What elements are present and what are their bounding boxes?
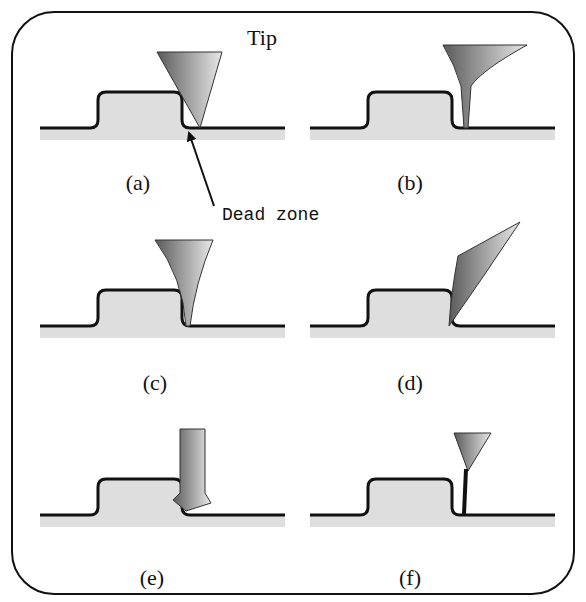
panel-label: (a)	[126, 171, 150, 195]
panel-c	[40, 240, 285, 338]
panel-label: (d)	[397, 371, 423, 395]
callout-label: Dead zone	[222, 206, 319, 226]
tip-label: Tip	[247, 26, 277, 50]
leader-line	[189, 133, 214, 206]
panel-label: (e)	[140, 566, 164, 590]
panel-e	[40, 429, 285, 527]
panel-a	[40, 52, 285, 206]
panel-label: (b)	[397, 171, 423, 195]
panel-f	[310, 433, 555, 527]
panel-d	[310, 222, 555, 338]
panel-b	[310, 45, 555, 140]
panel-label: (f)	[399, 566, 421, 590]
nanotube-probe	[464, 469, 466, 514]
panel-label: (c)	[143, 371, 167, 395]
frame-border	[12, 12, 574, 594]
